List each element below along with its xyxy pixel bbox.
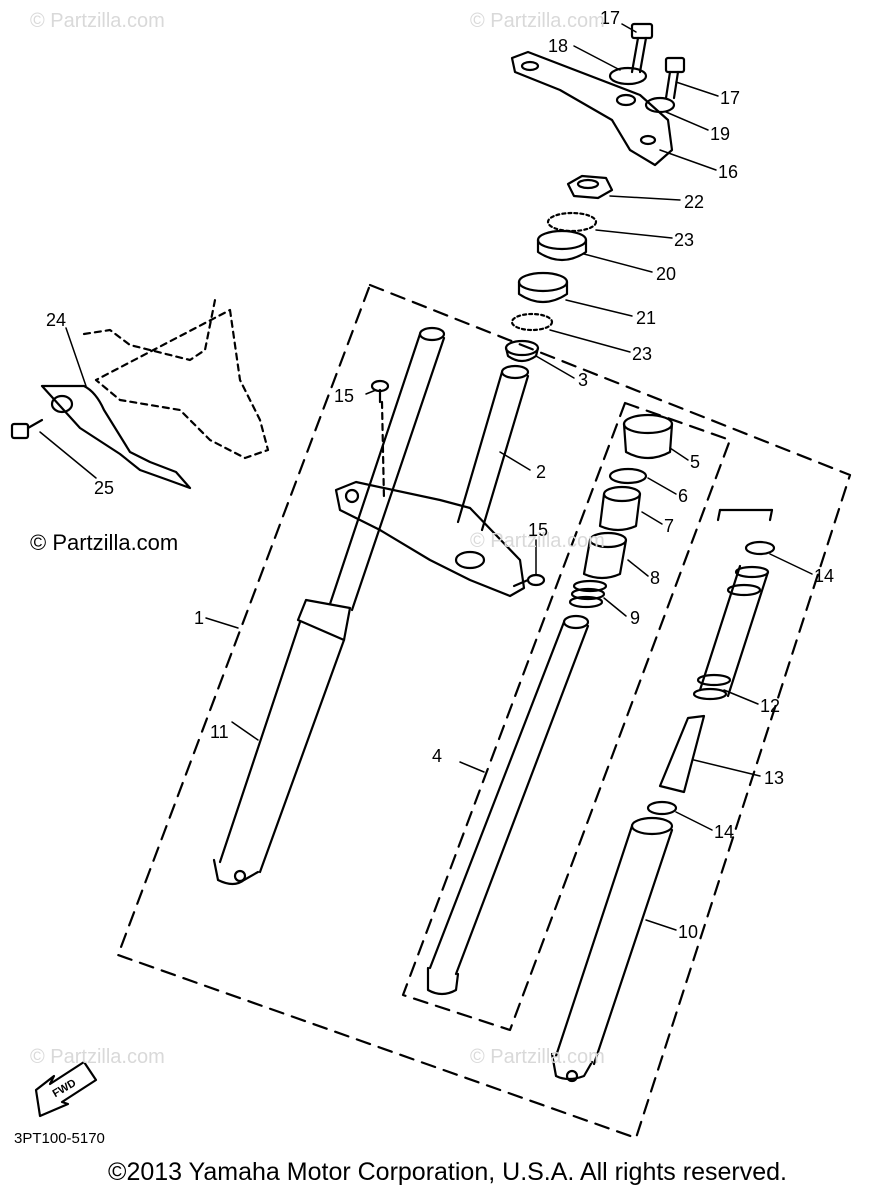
callout-19: 19 — [710, 124, 730, 144]
assembly-boundary-outer — [116, 283, 852, 1140]
ball-race-23a — [546, 211, 598, 233]
leader-lines — [39, 23, 813, 931]
copyright-notice: ©2013 Yamaha Motor Corporation, U.S.A. A… — [108, 1158, 787, 1186]
callout-17b: 17 — [720, 88, 740, 108]
outer-tube-10 — [550, 816, 674, 1083]
guard-24 — [40, 384, 192, 490]
ball-race-23b — [510, 312, 554, 332]
callout-7: 7 — [664, 516, 674, 536]
washer-18 — [608, 66, 648, 86]
bolt-17b — [664, 56, 686, 100]
callout-11: 11 — [210, 722, 229, 742]
callout-15b: 15 — [528, 520, 548, 540]
callout-22: 22 — [684, 192, 704, 212]
watermark-bottom-left: © Partzilla.com — [30, 1046, 165, 1068]
bushing-8 — [582, 531, 628, 580]
watermark-bottom-center: © Partzilla.com — [470, 1046, 605, 1068]
bushing-7 — [598, 485, 642, 532]
callout-16: 16 — [718, 162, 738, 182]
fwd-arrow-icon — [34, 1060, 98, 1118]
callout-25: 25 — [94, 478, 114, 498]
ring-nut-22 — [566, 174, 614, 200]
oil-seal-cover-5 — [622, 413, 674, 460]
callout-13: 13 — [764, 768, 784, 788]
diagram-code: 3PT100-5170 — [14, 1130, 105, 1147]
fork-tube-left-11 — [212, 326, 446, 886]
frame-outline — [82, 298, 270, 460]
watermark-top-left: © Partzilla.com — [30, 10, 165, 32]
washer-19 — [644, 96, 676, 114]
callout-6: 6 — [678, 486, 688, 506]
callout-15a: 15 — [334, 386, 354, 406]
callout-24: 24 — [46, 310, 66, 330]
callout-labels: 17 18 17 19 16 22 23 20 21 23 3 2 5 6 7 … — [46, 8, 834, 942]
callout-12: 12 — [760, 696, 780, 716]
callout-23a: 23 — [674, 230, 694, 250]
spring-12 — [692, 564, 770, 701]
callout-4: 4 — [432, 746, 442, 766]
callout-23b: 23 — [632, 344, 652, 364]
bearing-20 — [536, 229, 588, 262]
callout-21: 21 — [636, 308, 656, 328]
bearing-21 — [517, 271, 569, 304]
watermark-top-center: © Partzilla.com — [470, 10, 605, 32]
handle-crown-16 — [510, 50, 674, 167]
callout-20: 20 — [656, 264, 676, 284]
steering-stem-2 — [334, 364, 530, 598]
callout-10: 10 — [678, 922, 698, 942]
callout-1: 1 — [194, 608, 204, 628]
callout-5: 5 — [690, 452, 700, 472]
watermark-middle-center: © Partzilla.com — [470, 530, 605, 552]
bolt-15b — [512, 573, 546, 588]
watermark-middle-left: © Partzilla.com — [30, 530, 179, 555]
bolt-15a — [370, 379, 390, 404]
clip-14b — [646, 800, 678, 816]
callout-14b: 14 — [714, 822, 734, 842]
bolt-17a — [630, 22, 654, 74]
callout-17a: 17 — [600, 8, 620, 28]
callout-8: 8 — [650, 568, 660, 588]
callout-2: 2 — [536, 462, 546, 482]
oil-seal-6 — [608, 467, 648, 485]
callout-18: 18 — [548, 36, 568, 56]
taper-spindle-13 — [658, 714, 706, 794]
spring-9 — [568, 579, 608, 609]
assembly-boundary-inner — [401, 401, 732, 1032]
bolt-25 — [10, 418, 44, 440]
inner-tube-4 — [426, 614, 590, 996]
callout-3: 3 — [578, 370, 588, 390]
clip-14a — [744, 540, 776, 556]
callout-9: 9 — [630, 608, 640, 628]
callout-14a: 14 — [814, 566, 834, 586]
